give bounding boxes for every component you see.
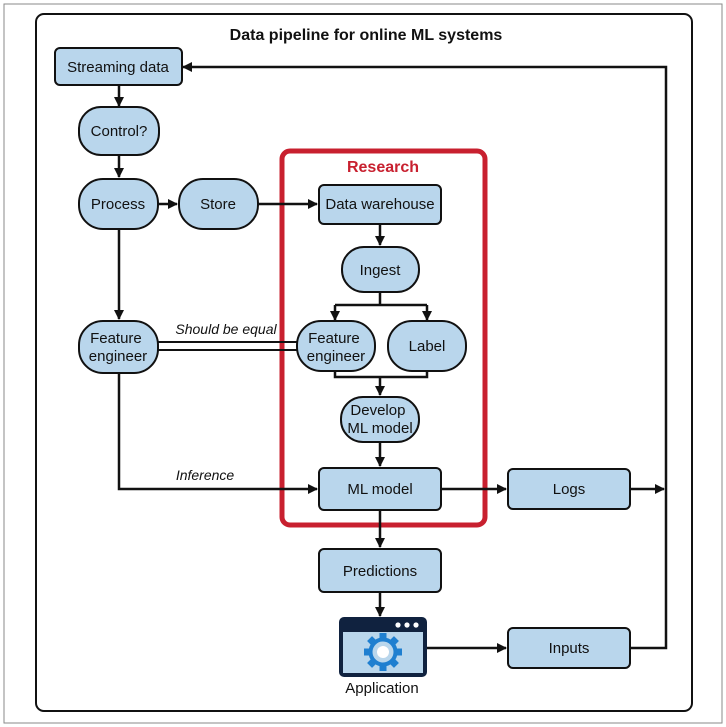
node-predictions[interactable]: Predictions: [318, 548, 442, 593]
diagram-frame: [35, 13, 693, 712]
ingest-label: Ingest: [360, 262, 402, 279]
outer-border: [3, 3, 723, 724]
ml-model-label: ML model: [347, 481, 412, 498]
diagram-title: Data pipeline for online ML systems: [230, 27, 503, 44]
data-warehouse-label: Data warehouse: [325, 196, 434, 213]
node-develop-ml-model[interactable]: Develop ML model: [340, 396, 420, 443]
gear-tooth: [379, 633, 387, 641]
node-process[interactable]: Process: [78, 178, 159, 230]
node-ml-model[interactable]: ML model: [318, 467, 442, 511]
control-label: Control?: [91, 123, 148, 140]
node-feature-engineer-research[interactable]: Feature engineer: [296, 320, 376, 372]
node-data-warehouse[interactable]: Data warehouse: [318, 184, 442, 225]
application-label: Application: [345, 680, 418, 697]
node-store[interactable]: Store: [178, 178, 259, 230]
feature-engineer-line-2: engineer: [89, 348, 147, 365]
edge-feedback-loop: [182, 62, 668, 650]
should-be-equal-label: Should be equal: [175, 321, 277, 337]
feature-engineer-line-1: Feature: [90, 330, 142, 347]
research-label: Research: [347, 159, 419, 176]
node-inputs[interactable]: Inputs: [507, 627, 631, 669]
node-control[interactable]: Control?: [78, 106, 160, 156]
research-region: [279, 148, 488, 528]
predictions-label: Predictions: [343, 563, 417, 580]
inference-label: Inference: [176, 467, 235, 483]
edges: [114, 62, 668, 653]
feature-engineer-research-label: Feature engineer: [307, 330, 365, 365]
edge-ingest-split: [335, 292, 427, 307]
label-node-text: Label: [409, 338, 446, 355]
gear-icon: [364, 633, 402, 671]
gear-hub: [377, 646, 389, 658]
logs-label: Logs: [553, 481, 586, 498]
node-ingest[interactable]: Ingest: [341, 246, 420, 293]
node-feature-engineer[interactable]: Feature engineer: [78, 320, 159, 374]
node-application[interactable]: Application: [339, 617, 427, 697]
develop-ml-model-line-1: Develop: [350, 402, 405, 419]
app-window-dot-3: [413, 622, 419, 628]
develop-ml-model-label: Develop ML model: [347, 402, 412, 437]
feature-engineer-research-line-1: Feature: [308, 330, 360, 347]
edge-inference: [117, 373, 318, 494]
feature-engineer-label: Feature engineer: [89, 330, 147, 365]
app-window-dot-2: [404, 622, 410, 628]
node-label[interactable]: Label: [387, 320, 467, 372]
process-label: Process: [91, 196, 145, 213]
develop-ml-model-line-2: ML model: [347, 420, 412, 437]
gear-tooth: [379, 663, 387, 671]
streaming-data-label: Streaming data: [67, 59, 169, 76]
app-window-dot-1: [395, 622, 401, 628]
node-logs[interactable]: Logs: [507, 468, 631, 510]
inputs-label: Inputs: [549, 640, 590, 657]
node-streaming-data[interactable]: Streaming data: [54, 47, 183, 86]
feature-engineer-research-line-2: engineer: [307, 348, 365, 365]
store-label: Store: [200, 196, 236, 213]
